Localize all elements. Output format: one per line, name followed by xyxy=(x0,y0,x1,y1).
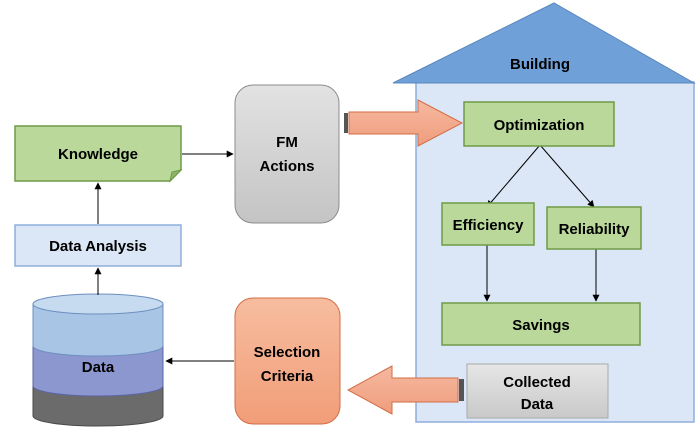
selection-criteria-box xyxy=(234,297,341,425)
selection-criteria-label-line1: Selection xyxy=(254,344,321,361)
knowledge-box xyxy=(14,125,183,183)
collected-data-box xyxy=(466,363,609,419)
knowledge-label: Knowledge xyxy=(58,146,138,163)
connector-arrows xyxy=(483,144,600,302)
fm-actions-label-line1: FM xyxy=(276,134,298,151)
block-arrow-right xyxy=(344,99,464,147)
efficiency-box xyxy=(441,202,535,246)
optimization-label: Optimization xyxy=(494,117,585,134)
selection-criteria-label-line2: Criteria xyxy=(261,368,314,385)
collected-data-label-line1: Collected xyxy=(503,374,571,391)
savings-label: Savings xyxy=(512,317,570,334)
fm-actions-label-line2: Actions xyxy=(259,158,314,175)
building-label: Building xyxy=(510,56,570,73)
fm-actions-box xyxy=(234,84,340,224)
savings-box xyxy=(441,302,641,346)
block-arrow-left xyxy=(346,365,464,415)
data-label: Data xyxy=(82,359,115,376)
collected-data-label-line2: Data xyxy=(521,396,554,413)
reliability-label: Reliability xyxy=(559,221,631,238)
optimization-box xyxy=(463,101,615,147)
flow-arrows xyxy=(94,150,234,365)
data-analysis-box xyxy=(14,224,182,267)
data-analysis-label: Data Analysis xyxy=(49,238,147,255)
reliability-box xyxy=(546,206,642,250)
efficiency-label: Efficiency xyxy=(453,217,525,234)
database-cylinder xyxy=(32,293,164,427)
